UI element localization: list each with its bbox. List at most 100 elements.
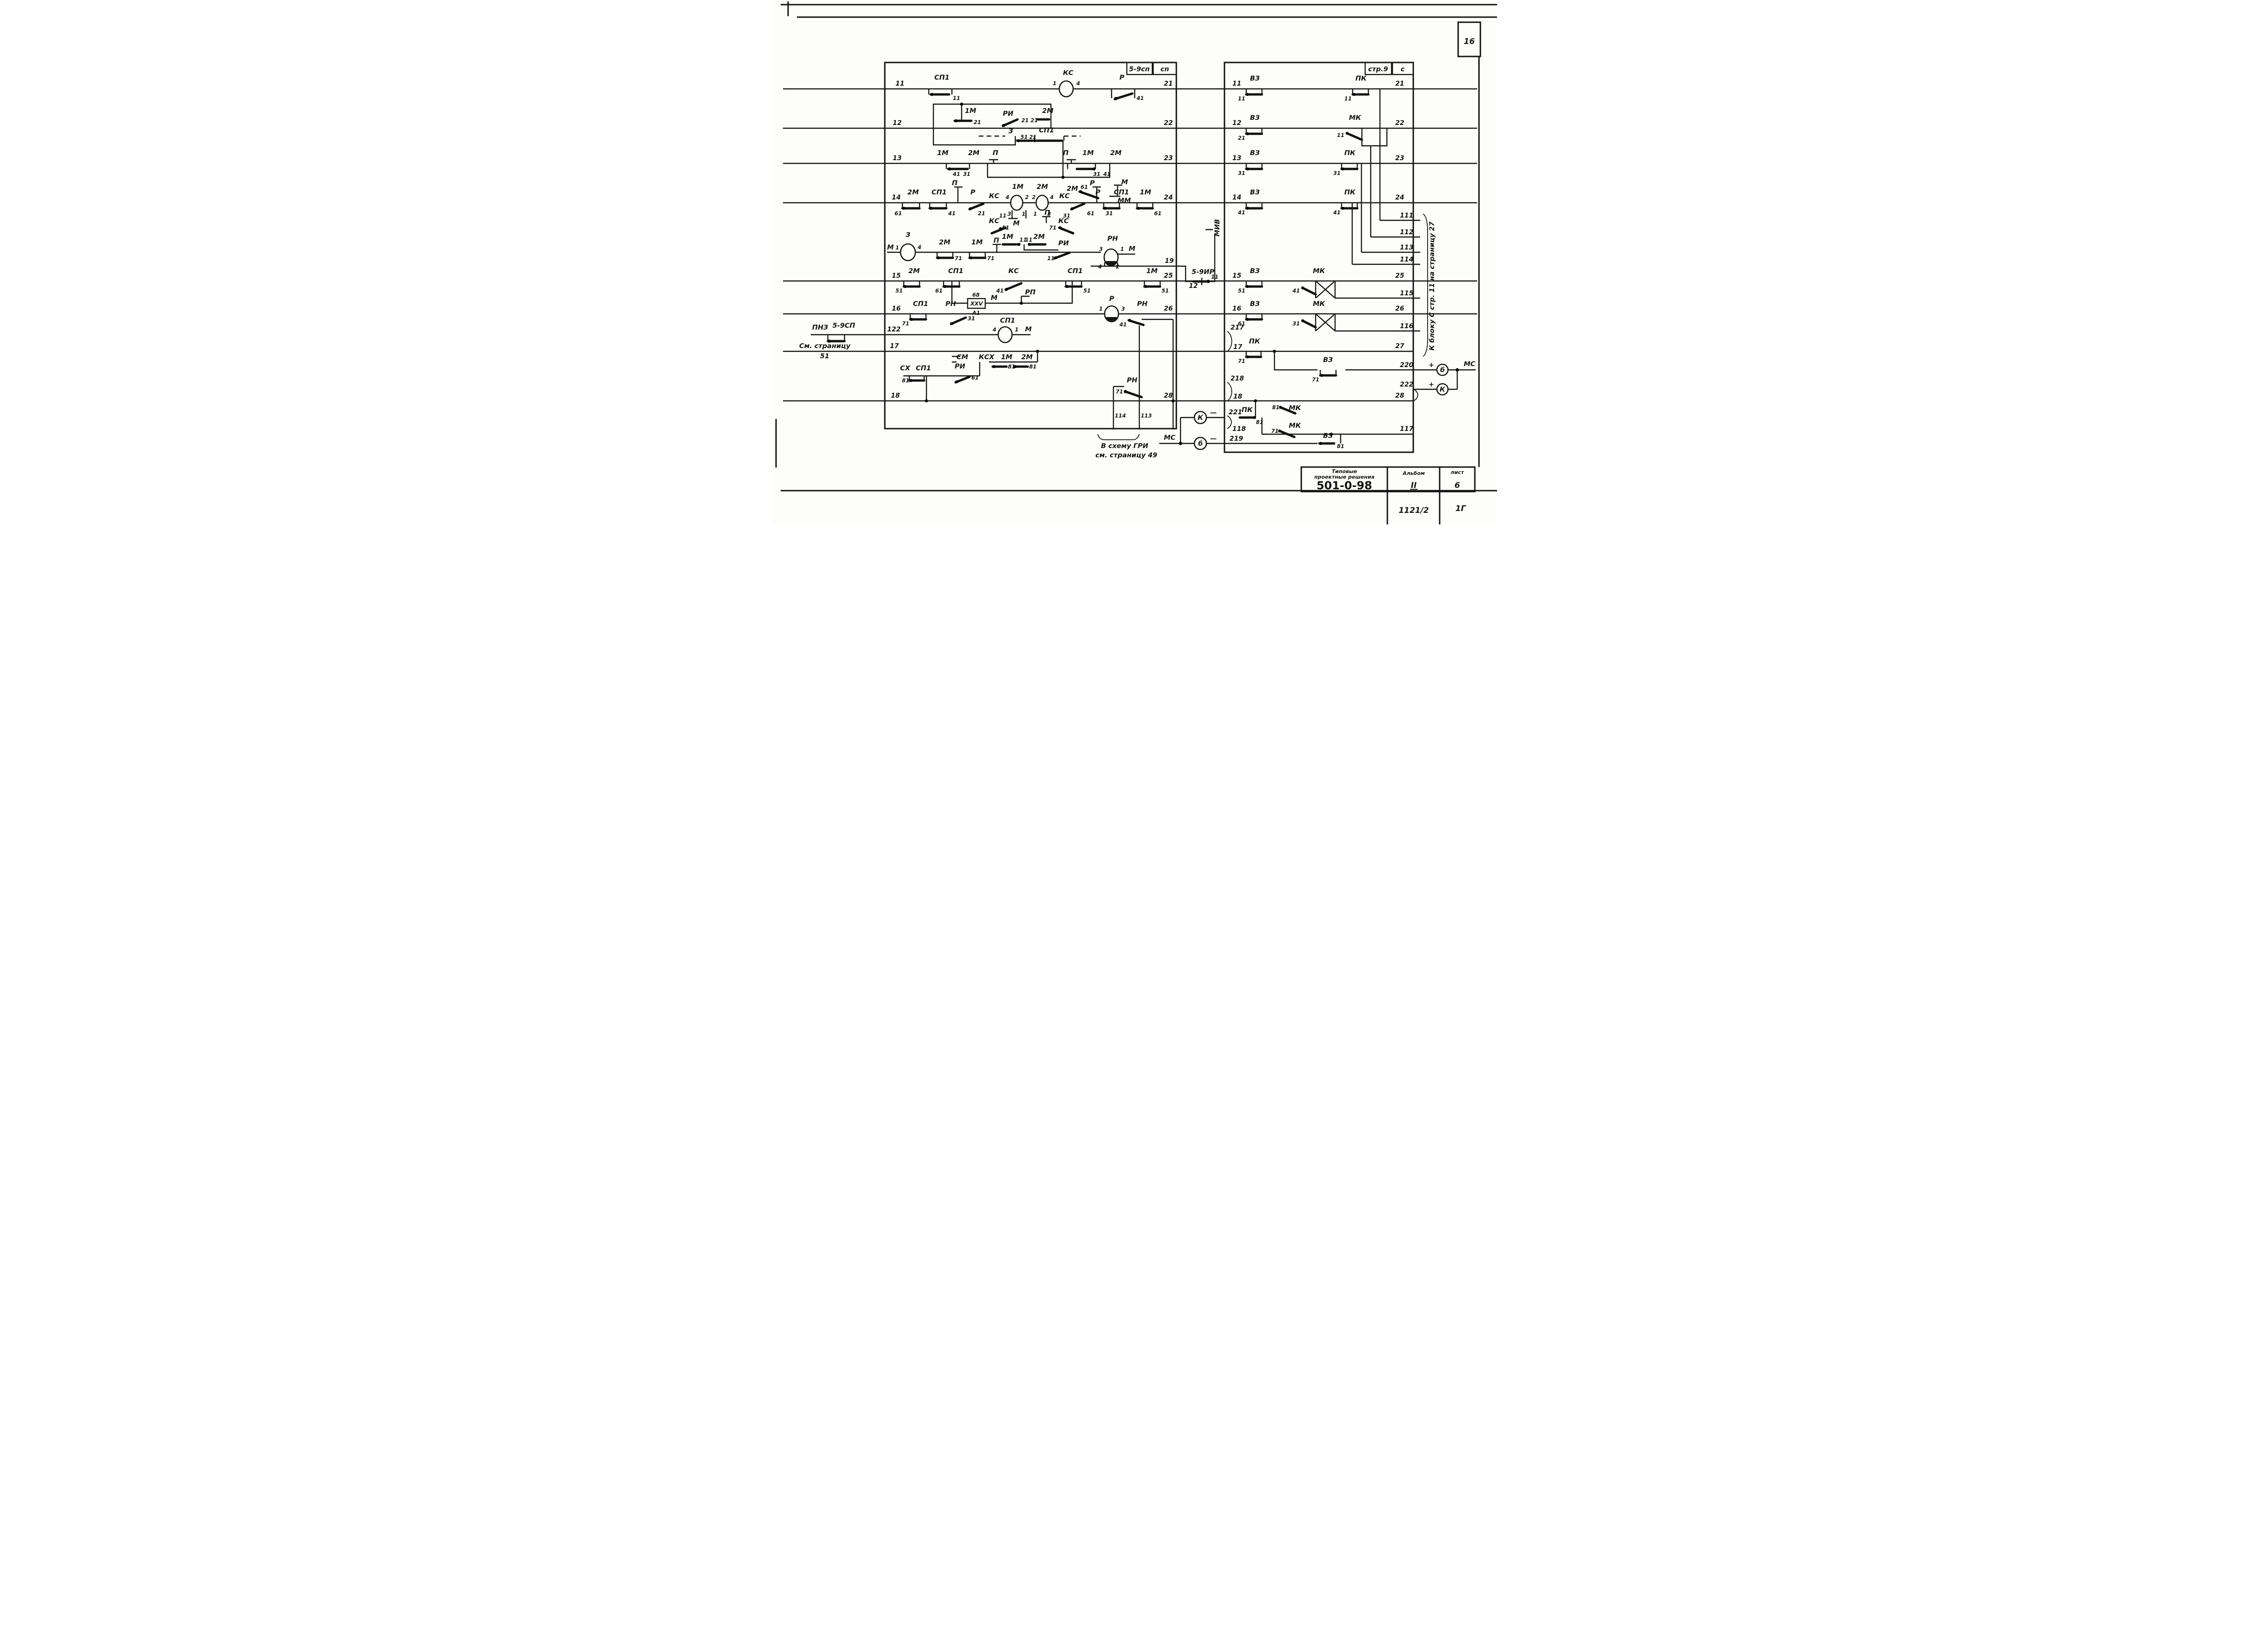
relay-label-pk: ПК	[1344, 189, 1356, 196]
relay-label-sp1: СП1	[1114, 189, 1129, 196]
pin-label: 11	[1211, 274, 1218, 280]
relay-label-r: Р	[1119, 74, 1125, 81]
relay-label-2m: 2М	[968, 150, 980, 157]
relay-label-kcx: КСХ	[979, 354, 994, 361]
relay-label-mk: МК	[1313, 268, 1325, 275]
wire-number: 118	[1232, 425, 1246, 433]
meter-b-label: б	[1198, 440, 1203, 448]
relay-label-1m: 1М	[1012, 183, 1024, 191]
row15-left: 15 2М 51 СП1 61 КС 41 СП1 51 1М 51 25 68…	[892, 268, 1173, 316]
relay-label-pnz: ПНЗ	[812, 324, 828, 331]
relay-label-ri: РИ	[1003, 110, 1013, 118]
relay-label-pk: ПК	[1355, 75, 1367, 82]
wire-number: 23	[1395, 155, 1404, 162]
wire-number: 22	[1395, 119, 1404, 127]
wire-number: 26	[1395, 305, 1404, 312]
wire-number: 18	[1233, 393, 1243, 400]
relay-label-rn: РН	[1137, 300, 1148, 308]
row-z-rn: М 1 З 4 2М 71 1М 71 П РИ 11 РН 3 1 М 4 2…	[887, 219, 1221, 290]
pin-label: 31	[1106, 210, 1113, 217]
relay-label-sp1: СП1	[1039, 127, 1054, 134]
wire-number: 12	[1189, 282, 1198, 290]
wire-number: 24	[1395, 194, 1404, 201]
pin-label: 51	[1162, 287, 1169, 294]
wire-number: 16	[1232, 305, 1242, 312]
relay-label-mk: МК	[1313, 300, 1325, 308]
wire-number: 14	[1232, 194, 1241, 201]
relay-label-vz: ВЗ	[1250, 150, 1260, 157]
gri-bracket	[1097, 434, 1140, 440]
relay-label-2m: 2М	[1110, 150, 1122, 157]
relay-label-sp1: СП1	[916, 365, 931, 372]
wire-number: 21	[1164, 80, 1173, 87]
wire-number: 116	[1400, 323, 1413, 330]
pin-label: 81	[1256, 419, 1263, 425]
pin-label: 81	[1337, 443, 1344, 449]
row16-left: 16 СП1 71 РН 31 Р 1 3 РН 41 26 ПНЗ 5-9СП…	[810, 295, 1173, 343]
relay-label-1m: 1М	[1002, 233, 1013, 241]
pin-label: 21	[974, 119, 981, 125]
relay-label-rn: РН	[1127, 377, 1137, 384]
pin-label: 31	[968, 315, 975, 322]
wire-number: 122	[887, 326, 901, 333]
pin-label: 61	[935, 287, 943, 294]
pin-label: 41	[1333, 209, 1341, 216]
page-number-box	[1457, 21, 1481, 57]
pin-label: 71	[1312, 376, 1319, 383]
wire-number: 22	[1164, 119, 1173, 127]
relay-label-rp: РП	[1025, 289, 1036, 296]
wire-number: 24	[1164, 194, 1173, 201]
wire-number: 21	[1395, 80, 1404, 87]
coil-sp1	[997, 326, 1013, 343]
pin-label: 51	[1238, 287, 1245, 294]
relay-label-1m: 1М	[1082, 150, 1094, 157]
pin-label: 11	[953, 95, 960, 101]
relay-label-1m: 1М	[971, 239, 983, 246]
wire-number: 15	[892, 272, 901, 280]
relay-label-kc: КС	[989, 218, 1000, 225]
minus-sign: —	[1210, 409, 1217, 417]
pin-label: 11	[1047, 255, 1055, 262]
wire-number: 16	[892, 305, 901, 312]
title-code: 501-0-98	[1316, 479, 1372, 492]
note-to-block: К блоку С стр. 11 на страницу 27	[1429, 221, 1436, 350]
relay-label-2m: 2М	[908, 268, 920, 275]
pin-label: 61	[1081, 184, 1088, 190]
pin-label: 41	[1292, 287, 1300, 294]
title-album-value: II	[1411, 481, 1417, 490]
row12-left: 12 1М 21 РИ 21 21 2М З СП1 51 21 22	[893, 102, 1173, 177]
pin-label: 1	[1033, 211, 1037, 217]
pin-label: 4	[1076, 80, 1080, 87]
pin-label: 61	[971, 374, 979, 381]
relay-label-cm: СМ	[957, 354, 969, 361]
relay-label-p: П	[1063, 150, 1069, 157]
relay-label-ri: РИ	[955, 363, 965, 370]
pin-label: 11	[1019, 237, 1027, 243]
relay-label-sp1: СП1	[913, 300, 928, 308]
relay-label-kc: КС	[989, 193, 1000, 200]
pin-label: 41	[996, 287, 1004, 294]
coil-kc	[1058, 80, 1074, 98]
wire-number: 222	[1400, 381, 1413, 388]
wire-number: 113	[1400, 244, 1413, 251]
pin-label: 3	[1121, 306, 1125, 312]
pin-label: 51	[895, 287, 903, 294]
relay-label-mk: МК	[1289, 422, 1301, 430]
relay-label-vz: ВЗ	[1250, 189, 1260, 196]
relay-label-sp1: СП1	[948, 268, 963, 275]
relay-label-sp1: СП1	[934, 74, 950, 81]
relay-label-sp1: СП1	[932, 189, 947, 196]
relay-label-p: П	[994, 237, 999, 244]
corner-mark: 1Г	[1455, 504, 1466, 513]
relay-label-1m: 1М	[1140, 189, 1151, 196]
left-circuit-box: 5-9сп сп	[884, 62, 1177, 430]
pin-label: 41	[1119, 321, 1127, 328]
wire-number: 15	[1232, 272, 1242, 280]
wire-number: 218	[1230, 375, 1244, 382]
pin-label: 21	[1031, 117, 1038, 124]
wire-number: 11	[1232, 80, 1241, 87]
pin-label: 61	[1087, 210, 1094, 217]
relay-label-mm: ММ	[1118, 197, 1131, 205]
relay-label-pk: ПК	[1242, 406, 1253, 414]
right-circuit-box: стр.9 с	[1224, 62, 1414, 453]
